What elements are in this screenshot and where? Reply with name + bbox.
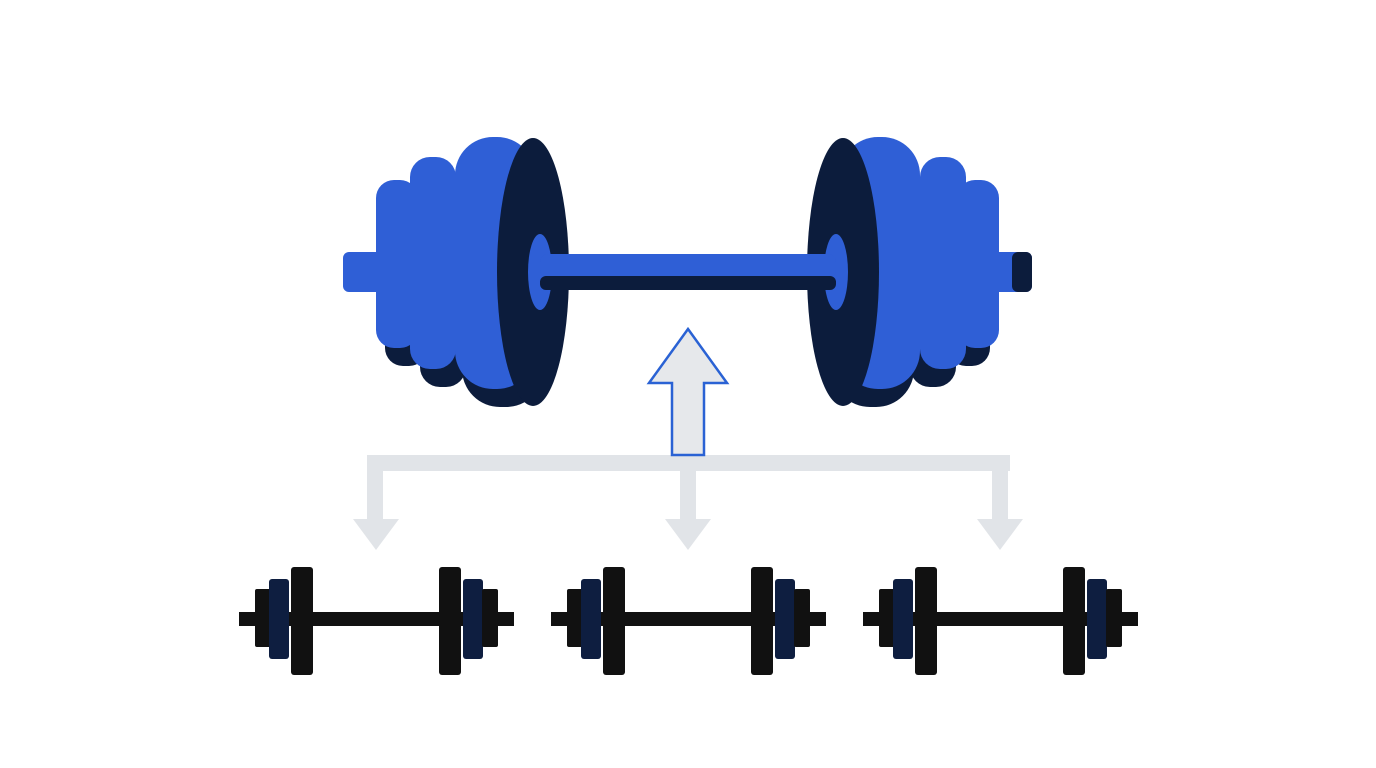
- arrow-down-icon: [665, 519, 711, 550]
- small-barbell-1-icon: [239, 567, 514, 675]
- arrow-down-icon: [977, 519, 1023, 550]
- left-plates: [376, 137, 569, 407]
- arrow-up-icon: [646, 326, 730, 457]
- arrow-down-icon: [353, 519, 399, 550]
- left-end-cap: [343, 252, 383, 292]
- small-barbell-2-icon: [551, 567, 826, 675]
- connector-tree: [353, 455, 1023, 550]
- large-barbell-bar: [540, 254, 836, 278]
- right-end-cap-side: [1012, 252, 1032, 292]
- large-barbell-icon: [343, 137, 1032, 407]
- right-plates: [807, 137, 999, 407]
- small-barbell-3-icon: [863, 567, 1138, 675]
